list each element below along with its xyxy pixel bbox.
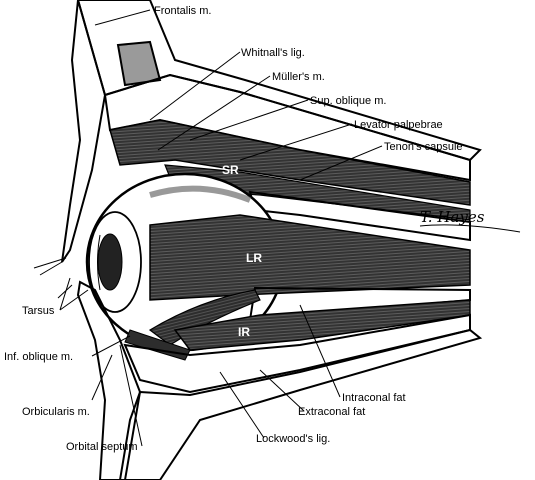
label-orbital-septum: Orbital septum — [66, 441, 138, 453]
label-tenon: Tenon's capsule — [384, 141, 463, 153]
upper-eyelid — [33, 0, 107, 276]
label-sup-oblique: Sup. oblique m. — [310, 95, 386, 107]
label-whitnall: Whitnall's lig. — [241, 47, 305, 59]
label-extraconal-fat: Extraconal fat — [298, 406, 365, 418]
label-levator: Levator palpebrae — [354, 119, 443, 131]
leader-lines — [59, 9, 383, 447]
lateral-rectus — [149, 214, 471, 301]
label-inf-oblique: Inf. oblique m. — [4, 351, 73, 363]
muscle-label-lr: LR — [246, 251, 262, 265]
label-muller: Müller's m. — [272, 71, 325, 83]
superior-muscles — [109, 119, 471, 221]
orbital-floor — [118, 328, 483, 480]
muscle-label-sr: SR — [222, 163, 239, 177]
label-tarsus: Tarsus — [22, 305, 55, 317]
artist-signature: T. Hayes — [420, 208, 485, 226]
lower-eyelid — [57, 280, 142, 480]
label-orbicularis: Orbicularis m. — [22, 406, 90, 418]
muscle-label-ir: IR — [238, 325, 250, 339]
label-intraconal-fat: Intraconal fat — [342, 392, 406, 404]
label-lockwood: Lockwood's lig. — [256, 433, 330, 445]
label-frontalis: Frontalis m. — [154, 5, 211, 17]
